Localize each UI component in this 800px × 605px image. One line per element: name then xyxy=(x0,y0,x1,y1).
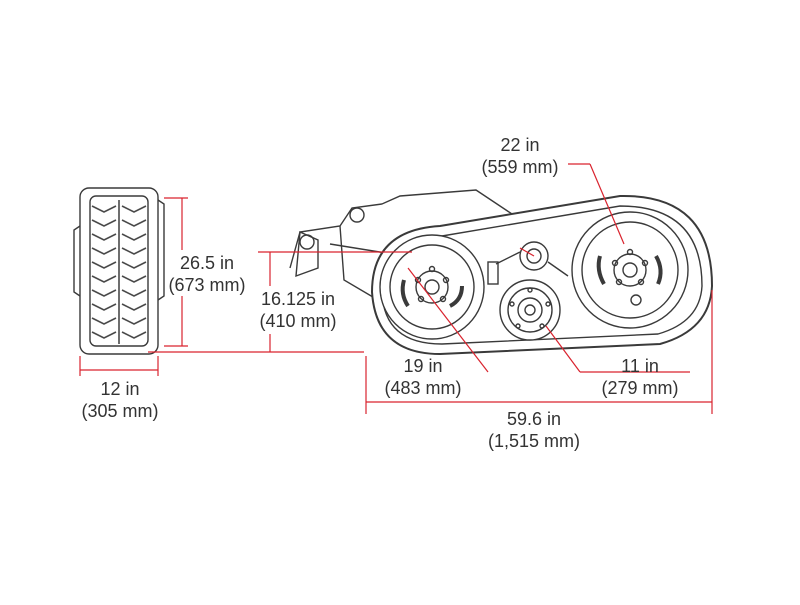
drive-sprocket-metric: (559 mm) xyxy=(481,157,559,177)
overall-length-imperial: 59.6 in xyxy=(506,409,562,429)
tire-width-imperial: 12 in xyxy=(100,379,140,399)
tire-height-imperial: 26.5 in xyxy=(179,253,235,273)
axle-height-imperial: 16.125 in xyxy=(260,289,336,309)
mid-roller-imperial: 11 in xyxy=(621,356,659,376)
mid-roller-label: 11 in (279 mm) xyxy=(585,355,695,399)
idler-wheel-label: 19 in (483 mm) xyxy=(368,355,478,399)
dimension-lines xyxy=(79,163,713,414)
tire-width-metric: (305 mm) xyxy=(81,401,159,421)
overall-length-label: 59.6 in (1,515 mm) xyxy=(472,408,596,452)
idler-wheel xyxy=(379,234,485,340)
tire-height-metric: (673 mm) xyxy=(168,275,246,295)
tire-width-label: 12 in (305 mm) xyxy=(65,378,175,422)
tire-drawing xyxy=(73,187,165,355)
drive-sprocket-imperial: 22 in xyxy=(500,135,540,155)
overall-length-metric: (1,515 mm) xyxy=(487,431,581,451)
drive-wheel xyxy=(571,211,689,329)
axle-height-label: 16.125 in (410 mm) xyxy=(242,288,354,332)
axle-height-metric: (410 mm) xyxy=(259,311,337,331)
mid-roller xyxy=(499,279,561,341)
idler-wheel-metric: (483 mm) xyxy=(384,378,462,398)
tensioner-pulley xyxy=(487,241,569,285)
idler-wheel-imperial: 19 in xyxy=(403,356,443,376)
track-drawing xyxy=(289,189,714,356)
tire-height-label: 26.5 in (673 mm) xyxy=(152,252,262,296)
drive-sprocket-label: 22 in (559 mm) xyxy=(465,134,575,178)
mid-roller-metric: (279 mm) xyxy=(601,378,679,398)
